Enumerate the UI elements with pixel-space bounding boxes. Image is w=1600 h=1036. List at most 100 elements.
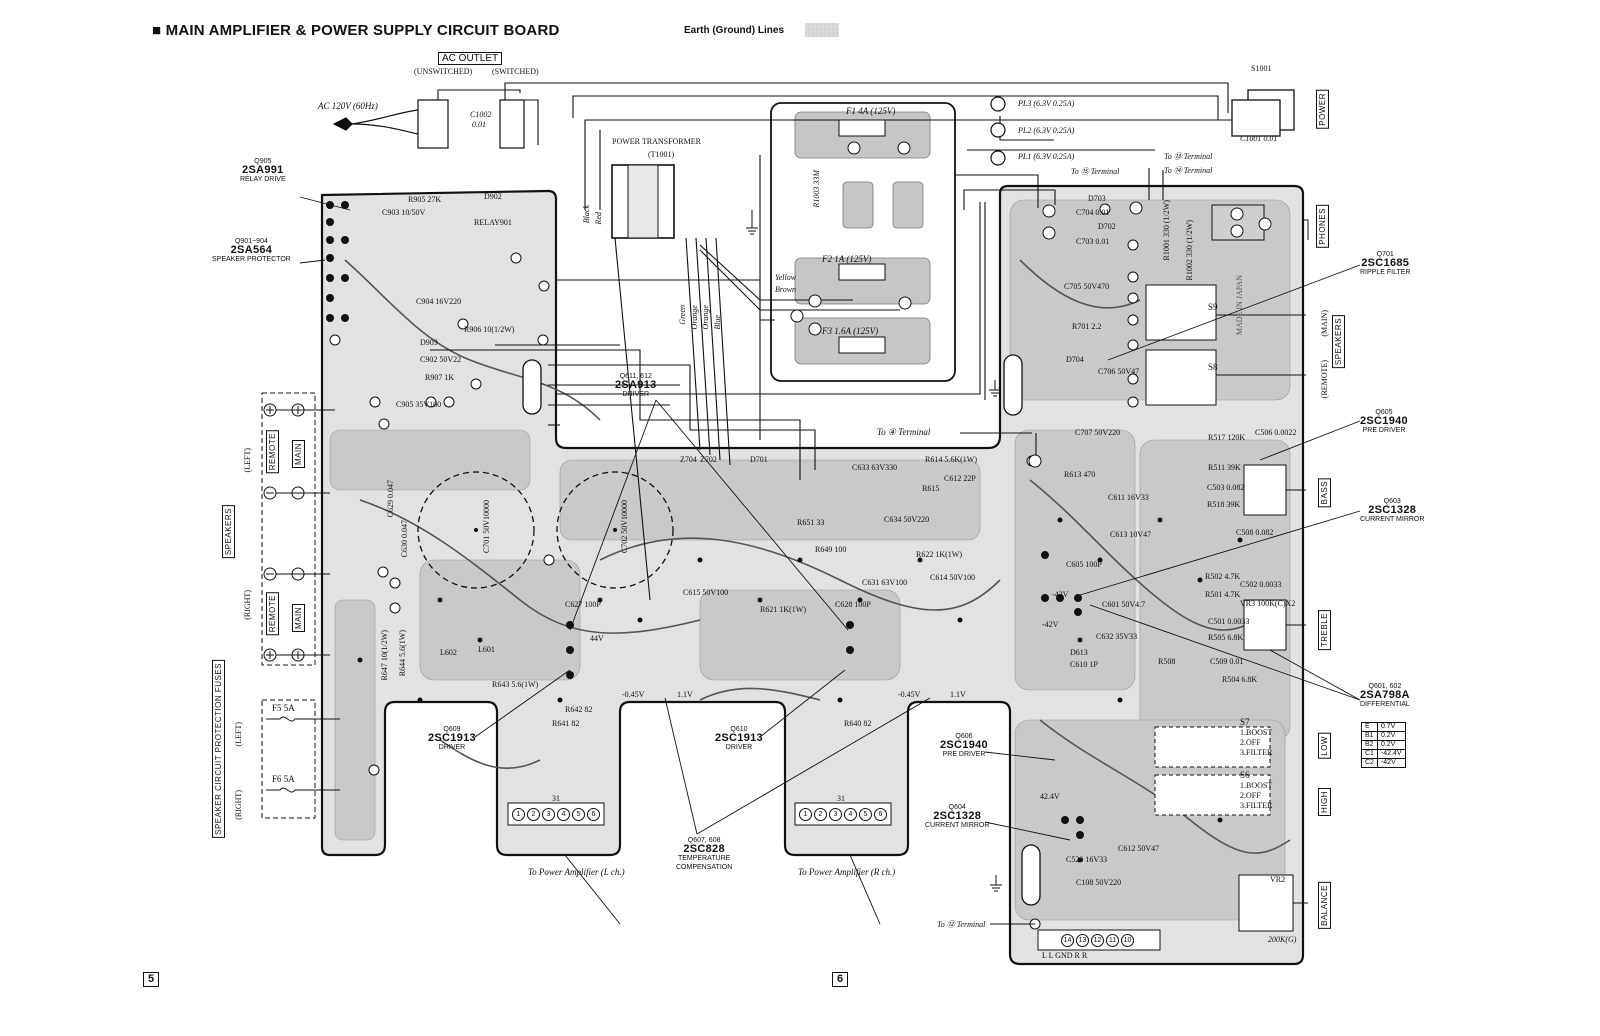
pin: 1 <box>799 808 812 821</box>
relay-label: RELAY901 <box>474 218 512 227</box>
voltage-label: -42V <box>1042 620 1059 629</box>
r511-label: R511 39K <box>1208 463 1241 472</box>
r647-label: R647 10(1/2W) <box>380 630 389 681</box>
c702-label: C702 50V10000 <box>620 500 629 554</box>
main-right-label: MAIN <box>292 604 305 632</box>
c903-label: C903 10/50V <box>382 208 426 217</box>
r1002-label: R1002 330 (1/2W) <box>1185 220 1194 281</box>
c701-label: C701 50V10000 <box>482 500 491 554</box>
pin: 6 <box>874 808 887 821</box>
main-panel-label: (MAIN) <box>1320 310 1329 337</box>
page-number-left: 5 <box>143 972 160 987</box>
c614-label: C614 50V100 <box>930 573 976 582</box>
wire-red: Red <box>594 212 603 225</box>
bottom-connector-pins: 14 13 12 11 10 <box>1061 934 1134 947</box>
switch-s8-label: S8 <box>1208 362 1218 372</box>
switched-label: (SWITCHED) <box>492 67 539 76</box>
wire-black: Black <box>582 205 591 224</box>
z702-label: Z702 <box>700 455 717 464</box>
pin: 13 <box>1076 934 1089 947</box>
l601-label: L601 <box>478 645 495 654</box>
power-switch <box>1231 89 1295 137</box>
c610-label: C610 1P <box>1070 660 1098 669</box>
z704-label: Z704 <box>680 455 697 464</box>
r905-label: R905 27K <box>408 195 442 204</box>
fuse-f3-label: F3 1.6A (125V) <box>822 326 879 336</box>
c611-label: C611 16V33 <box>1108 493 1149 502</box>
switch-s6-label: S6 <box>1240 770 1250 780</box>
c1002-label: C1002 <box>470 110 492 119</box>
vr2-value: 200K(G) <box>1268 935 1297 944</box>
remote-right-label: REMOTE <box>266 592 279 636</box>
c601-label: C601 50V4.7 <box>1102 600 1146 609</box>
connector-left-pins: 1 2 3 4 5 6 <box>512 808 600 821</box>
pin: 4 <box>844 808 857 821</box>
wire-orange-1: Orange <box>690 305 699 330</box>
switch-s9-label: S9 <box>1208 302 1218 312</box>
c629-label: C629 0.047 <box>386 480 395 518</box>
r643-label: R643 5.6(1W) <box>492 680 539 689</box>
c613-label: C613 10V47 <box>1110 530 1152 539</box>
voltage-label: 1.1V <box>677 690 693 699</box>
r907-label: R907 1K <box>425 373 455 382</box>
pin: 5 <box>859 808 872 821</box>
c707-label: C707 50V220 <box>1075 428 1121 437</box>
low-panel-label: LOW <box>1318 733 1331 759</box>
table-row: C1-42.4V <box>1361 749 1406 759</box>
pin: 3 <box>542 808 555 821</box>
r517-label: R517 120K <box>1208 433 1246 442</box>
balance-panel-label: BALANCE <box>1318 882 1331 929</box>
c520-label: C520 16V33 <box>1066 855 1108 864</box>
c705-label: C705 50V470 <box>1064 282 1110 291</box>
c703-label: C703 0.01 <box>1076 237 1110 246</box>
r644-label: R644 5.6(1W) <box>398 630 407 677</box>
c1001-label: C1001 0.01 <box>1240 134 1278 143</box>
c501-label: C501 0.0033 <box>1208 617 1250 626</box>
c612-bottom-label: C612 50V47 <box>1118 844 1160 853</box>
voltage-label: 44V <box>590 634 604 643</box>
bottom-terminal-labels: L L GND R R <box>1042 951 1088 960</box>
c1002-value: 0.01 <box>472 120 486 129</box>
switch-s7-label: S7 <box>1240 717 1250 727</box>
r640-label: R640 82 <box>844 719 872 728</box>
page-number-right: 6 <box>832 972 849 987</box>
pin: 14 <box>1061 934 1074 947</box>
r518-label: R518 39K <box>1207 500 1241 509</box>
pin: 6 <box>587 808 600 821</box>
ground-traces <box>329 199 1291 921</box>
r614-label: R614 5.6K(1W) <box>925 455 977 464</box>
terminal-62-label: To ⑫ Terminal <box>937 920 986 929</box>
r701-label: R701 2.2 <box>1072 322 1102 331</box>
c633-label: C633 63V330 <box>852 463 898 472</box>
terminal-4-label: To ④ Terminal <box>877 427 931 437</box>
pilot-lamps <box>990 96 1006 166</box>
transformer-label: POWER TRANSFORMER <box>612 137 701 146</box>
power-amp-left-label: To Power Amplifier (L ch.) <box>528 867 625 877</box>
switch-s7-options: 1.BOOST 2.OFF 3.FILTER <box>1240 728 1273 757</box>
r613-label: R613 470 <box>1064 470 1096 479</box>
connector-left-id: 31 <box>552 794 560 803</box>
c605-label: C605 100P <box>1066 560 1102 569</box>
pin: 2 <box>527 808 540 821</box>
pin: 11 <box>1106 934 1119 947</box>
remote-left-label: REMOTE <box>266 430 279 474</box>
pl2-label: PL2 (6.3V 0.25A) <box>1018 126 1075 135</box>
pl1-label: PL1 (6.3V 0.25A) <box>1018 152 1075 161</box>
voltage-label: -0.45V <box>898 690 921 699</box>
pin: 1 <box>512 808 525 821</box>
terminal-53-label: To ⑬ Terminal <box>1164 152 1213 161</box>
right-channel-label: (RIGHT) <box>243 590 252 620</box>
pin: 5 <box>572 808 585 821</box>
c509-label: C509 0.01 <box>1210 657 1244 666</box>
c706-label: C706 50V47 <box>1098 367 1140 376</box>
d903-label: D903 <box>420 338 438 347</box>
speakers-left-label: SPEAKERS <box>222 505 235 559</box>
